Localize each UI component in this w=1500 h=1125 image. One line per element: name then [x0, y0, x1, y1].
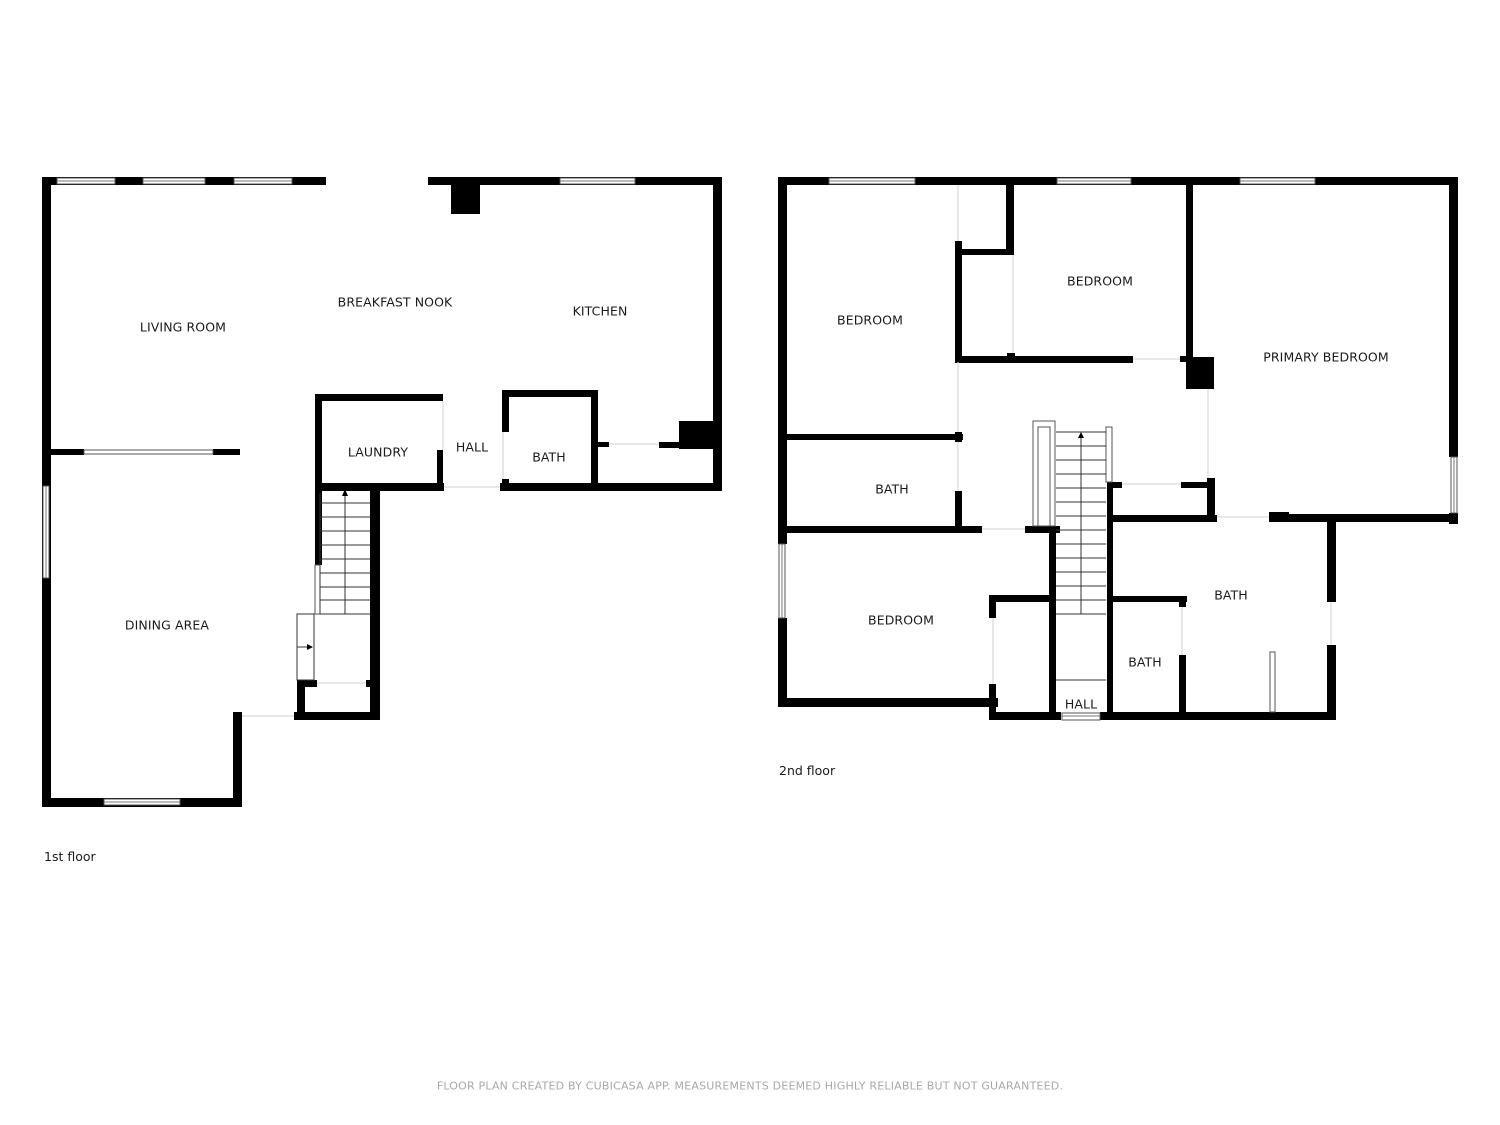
room-label-kitchen: KITCHEN [572, 303, 628, 319]
room-label-hall: HALL [455, 439, 489, 455]
room-label-bedroom-north: BEDROOM [1067, 273, 1133, 289]
first-floor-staircase [296, 489, 370, 681]
room-label-living-room: LIVING ROOM [139, 319, 227, 335]
stair-up-arrow-icon [342, 489, 348, 496]
room-label-laundry: LAUNDRY [347, 444, 409, 460]
first-floor-doors [242, 401, 659, 717]
room-label-bath-primary: BATH [1214, 587, 1248, 603]
second-floor-windows [778, 177, 1458, 721]
room-label-hall: HALL [1064, 696, 1098, 712]
room-label-bedroom-west: BEDROOM [837, 312, 903, 328]
floor-label-second: 2nd floor [779, 763, 836, 778]
second-floor-staircase [1032, 420, 1113, 681]
disclaimer-text: FLOOR PLAN CREATED BY CUBICASA APP. MEAS… [436, 1079, 1064, 1093]
first-floor-windows [42, 177, 636, 806]
room-label-bedroom-south: BEDROOM [868, 612, 934, 628]
room-label-primary-bedroom: PRIMARY BEDROOM [1263, 349, 1389, 365]
room-label-bath-west: BATH [875, 481, 909, 497]
room-label-dining-area: DINING AREA [124, 617, 210, 633]
room-label-bath-small: BATH [1128, 654, 1162, 670]
floor-label-first: 1st floor [44, 849, 96, 864]
second-floor-doors [957, 185, 1332, 713]
stair-landing-arrow-icon [307, 644, 313, 650]
second-floor-walls [778, 177, 1458, 720]
room-label-breakfast-nook: BREAKFAST NOOK [337, 294, 453, 310]
first-floor-walls [42, 177, 722, 807]
room-label-bath: BATH [532, 449, 566, 465]
stair-up-arrow-icon [1078, 432, 1084, 438]
